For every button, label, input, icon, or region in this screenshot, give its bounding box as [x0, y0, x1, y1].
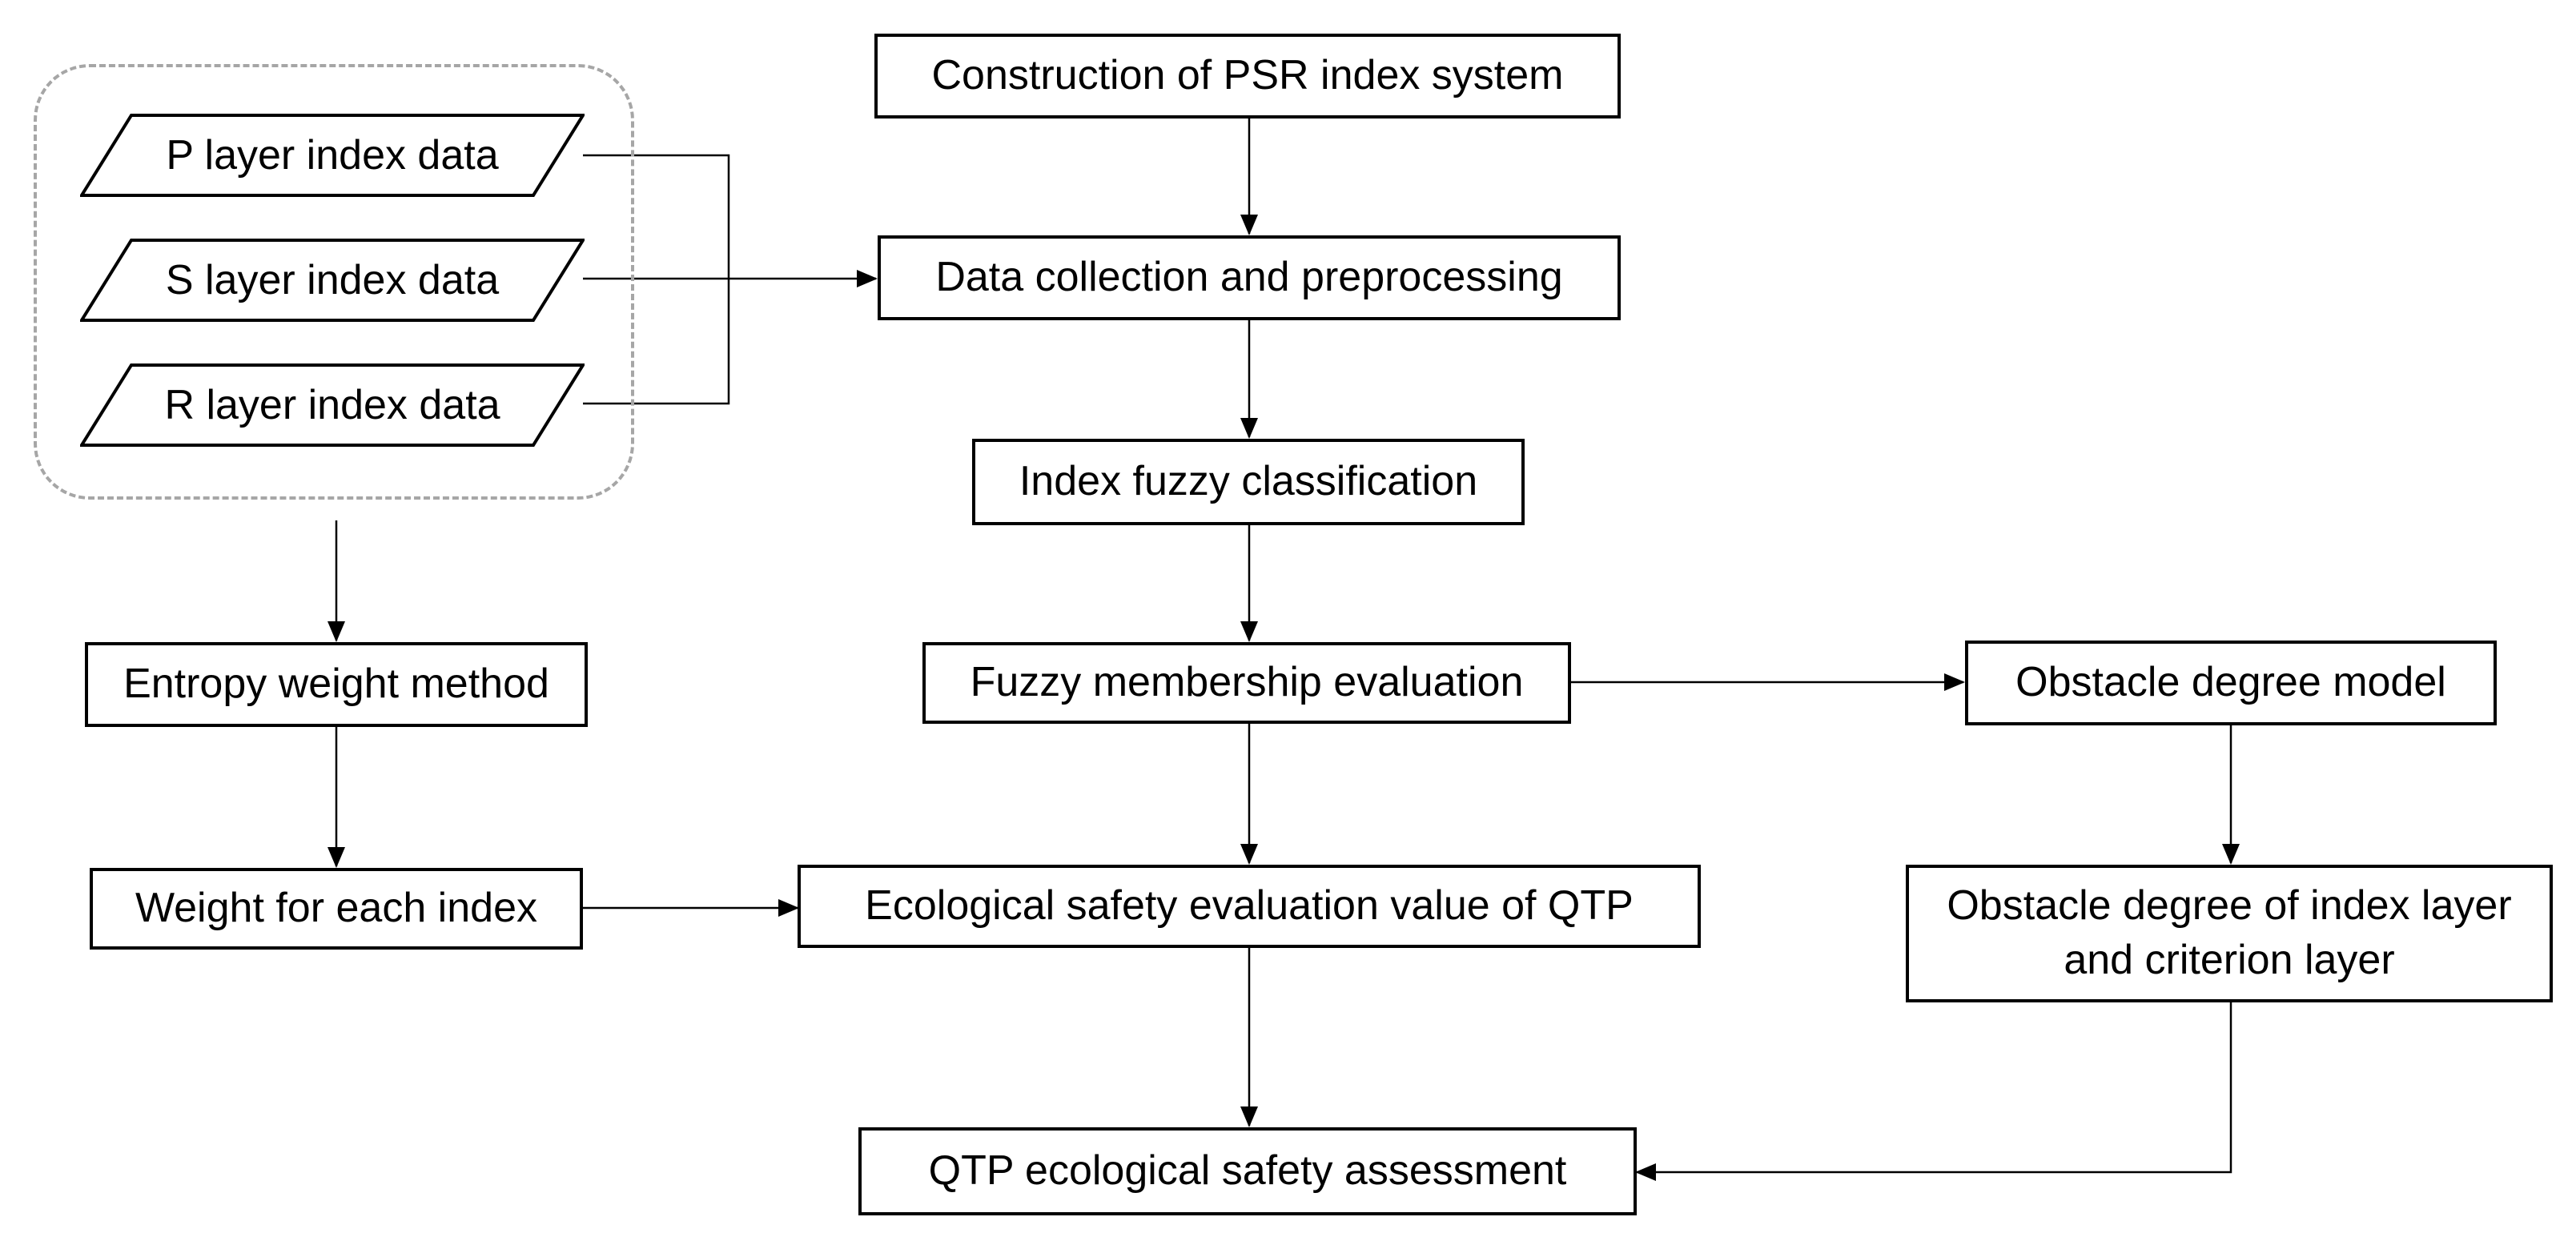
p-layer-data: P layer index data: [80, 114, 585, 197]
obstacle-model-box: Obstacle degree model: [1965, 641, 2497, 725]
p-layer-data-label: P layer index data: [166, 132, 499, 179]
data-collection-box: Data collection and preprocessing: [878, 235, 1621, 320]
construction-box: Construction of PSR index system: [874, 34, 1621, 118]
evaluation-value-box: Ecological safety evaluation value of QT…: [798, 865, 1701, 948]
assessment-box: QTP ecological safety assessment: [858, 1127, 1637, 1215]
entropy-weight-box: Entropy weight method: [85, 642, 588, 727]
input-data-group: [34, 64, 634, 500]
arrow-degree-to-assessment: [1635, 1002, 2232, 1181]
fuzzy-classification-box: Index fuzzy classification: [972, 439, 1525, 525]
r-layer-data: R layer index data: [80, 363, 585, 447]
weight-box: Weight for each index: [90, 868, 583, 950]
r-layer-data-label: R layer index data: [164, 382, 500, 428]
s-layer-data-label: S layer index data: [165, 257, 500, 303]
data-parallelogram-shape: [80, 363, 585, 447]
fuzzy-membership-box: Fuzzy membership evaluation: [922, 642, 1571, 724]
obstacle-degree-box: Obstacle degree of index layer and crite…: [1906, 865, 2553, 1002]
data-parallelogram-shape: [80, 114, 585, 197]
s-layer-data: S layer index data: [80, 239, 585, 322]
data-parallelogram-shape: [80, 239, 585, 322]
